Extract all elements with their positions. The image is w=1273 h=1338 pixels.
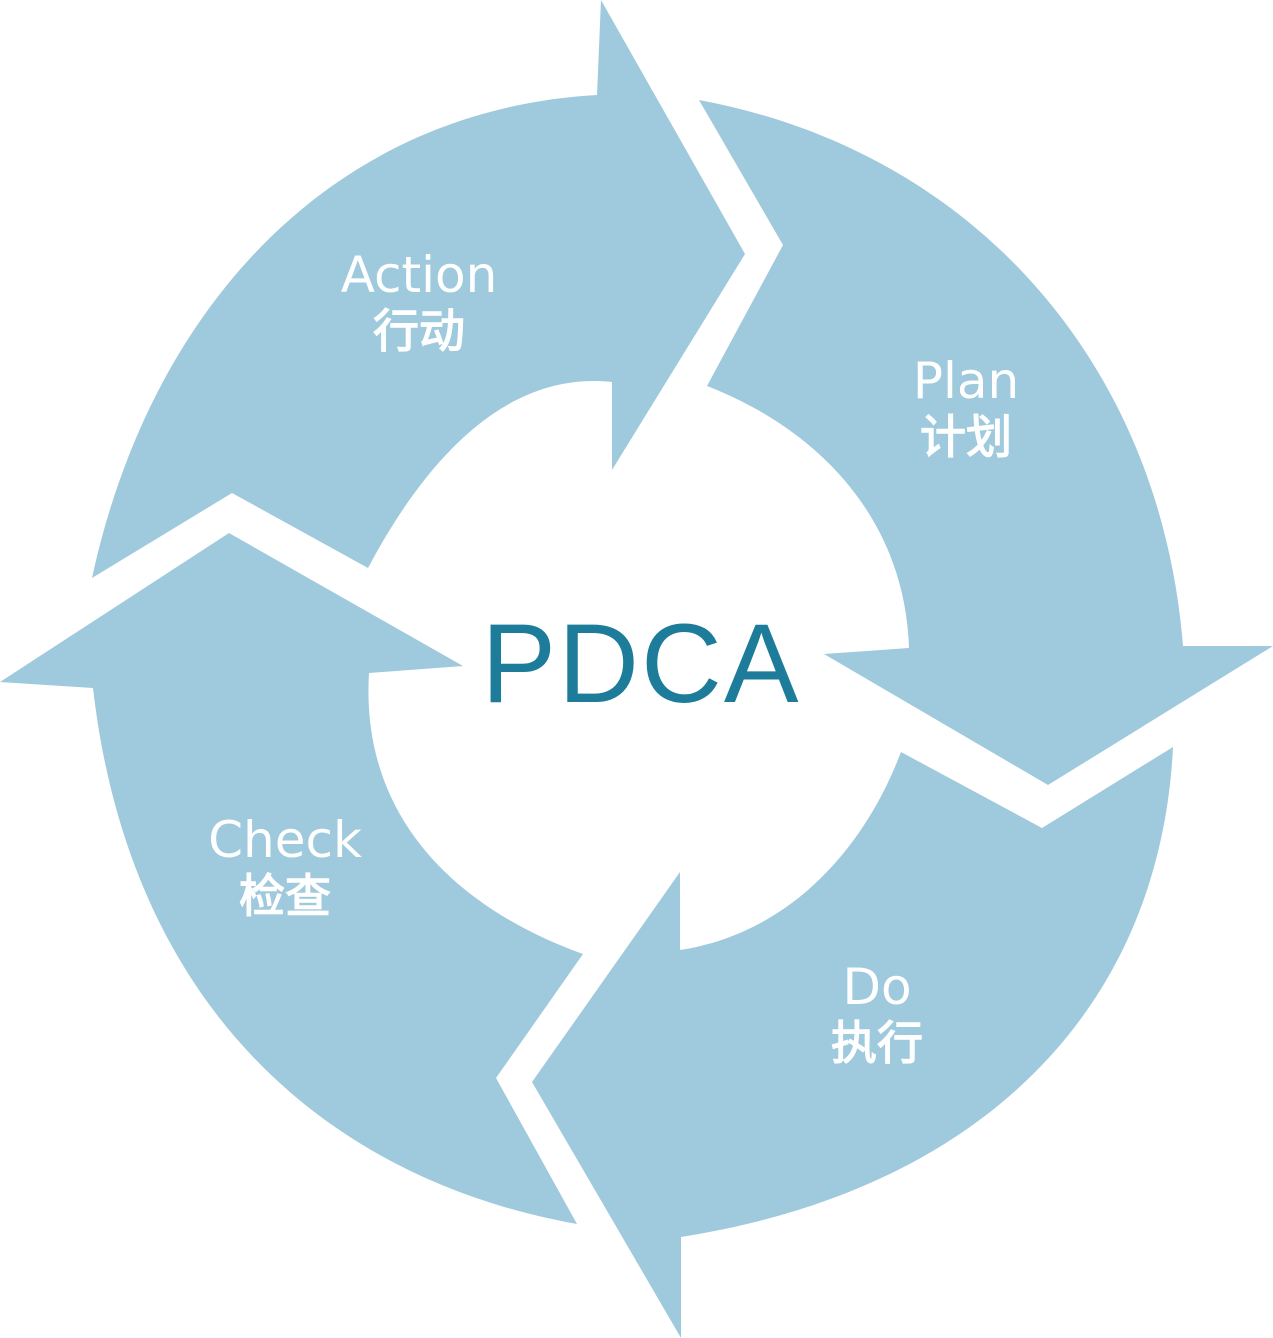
do-arrow-segment bbox=[532, 747, 1173, 1338]
action-label-zh: 行动 bbox=[373, 304, 465, 358]
check-arrow-segment bbox=[0, 533, 583, 1224]
plan-label: Plan 计划 bbox=[913, 356, 1019, 460]
check-label: Check 检查 bbox=[208, 815, 362, 919]
action-label-en: Action bbox=[340, 246, 498, 304]
do-label-zh: 执行 bbox=[831, 1016, 923, 1070]
action-label: Action 行动 bbox=[341, 250, 498, 354]
plan-label-en: Plan bbox=[912, 352, 1020, 410]
check-label-zh: 检查 bbox=[239, 869, 331, 923]
do-label-en: Do bbox=[842, 958, 912, 1016]
do-label: Do 执行 bbox=[831, 962, 923, 1066]
plan-label-zh: 计划 bbox=[920, 410, 1012, 464]
pdca-title: PDCA bbox=[481, 601, 801, 726]
action-arrow-segment bbox=[92, 0, 745, 578]
check-label-en: Check bbox=[208, 811, 362, 869]
plan-arrow-segment bbox=[699, 100, 1273, 785]
